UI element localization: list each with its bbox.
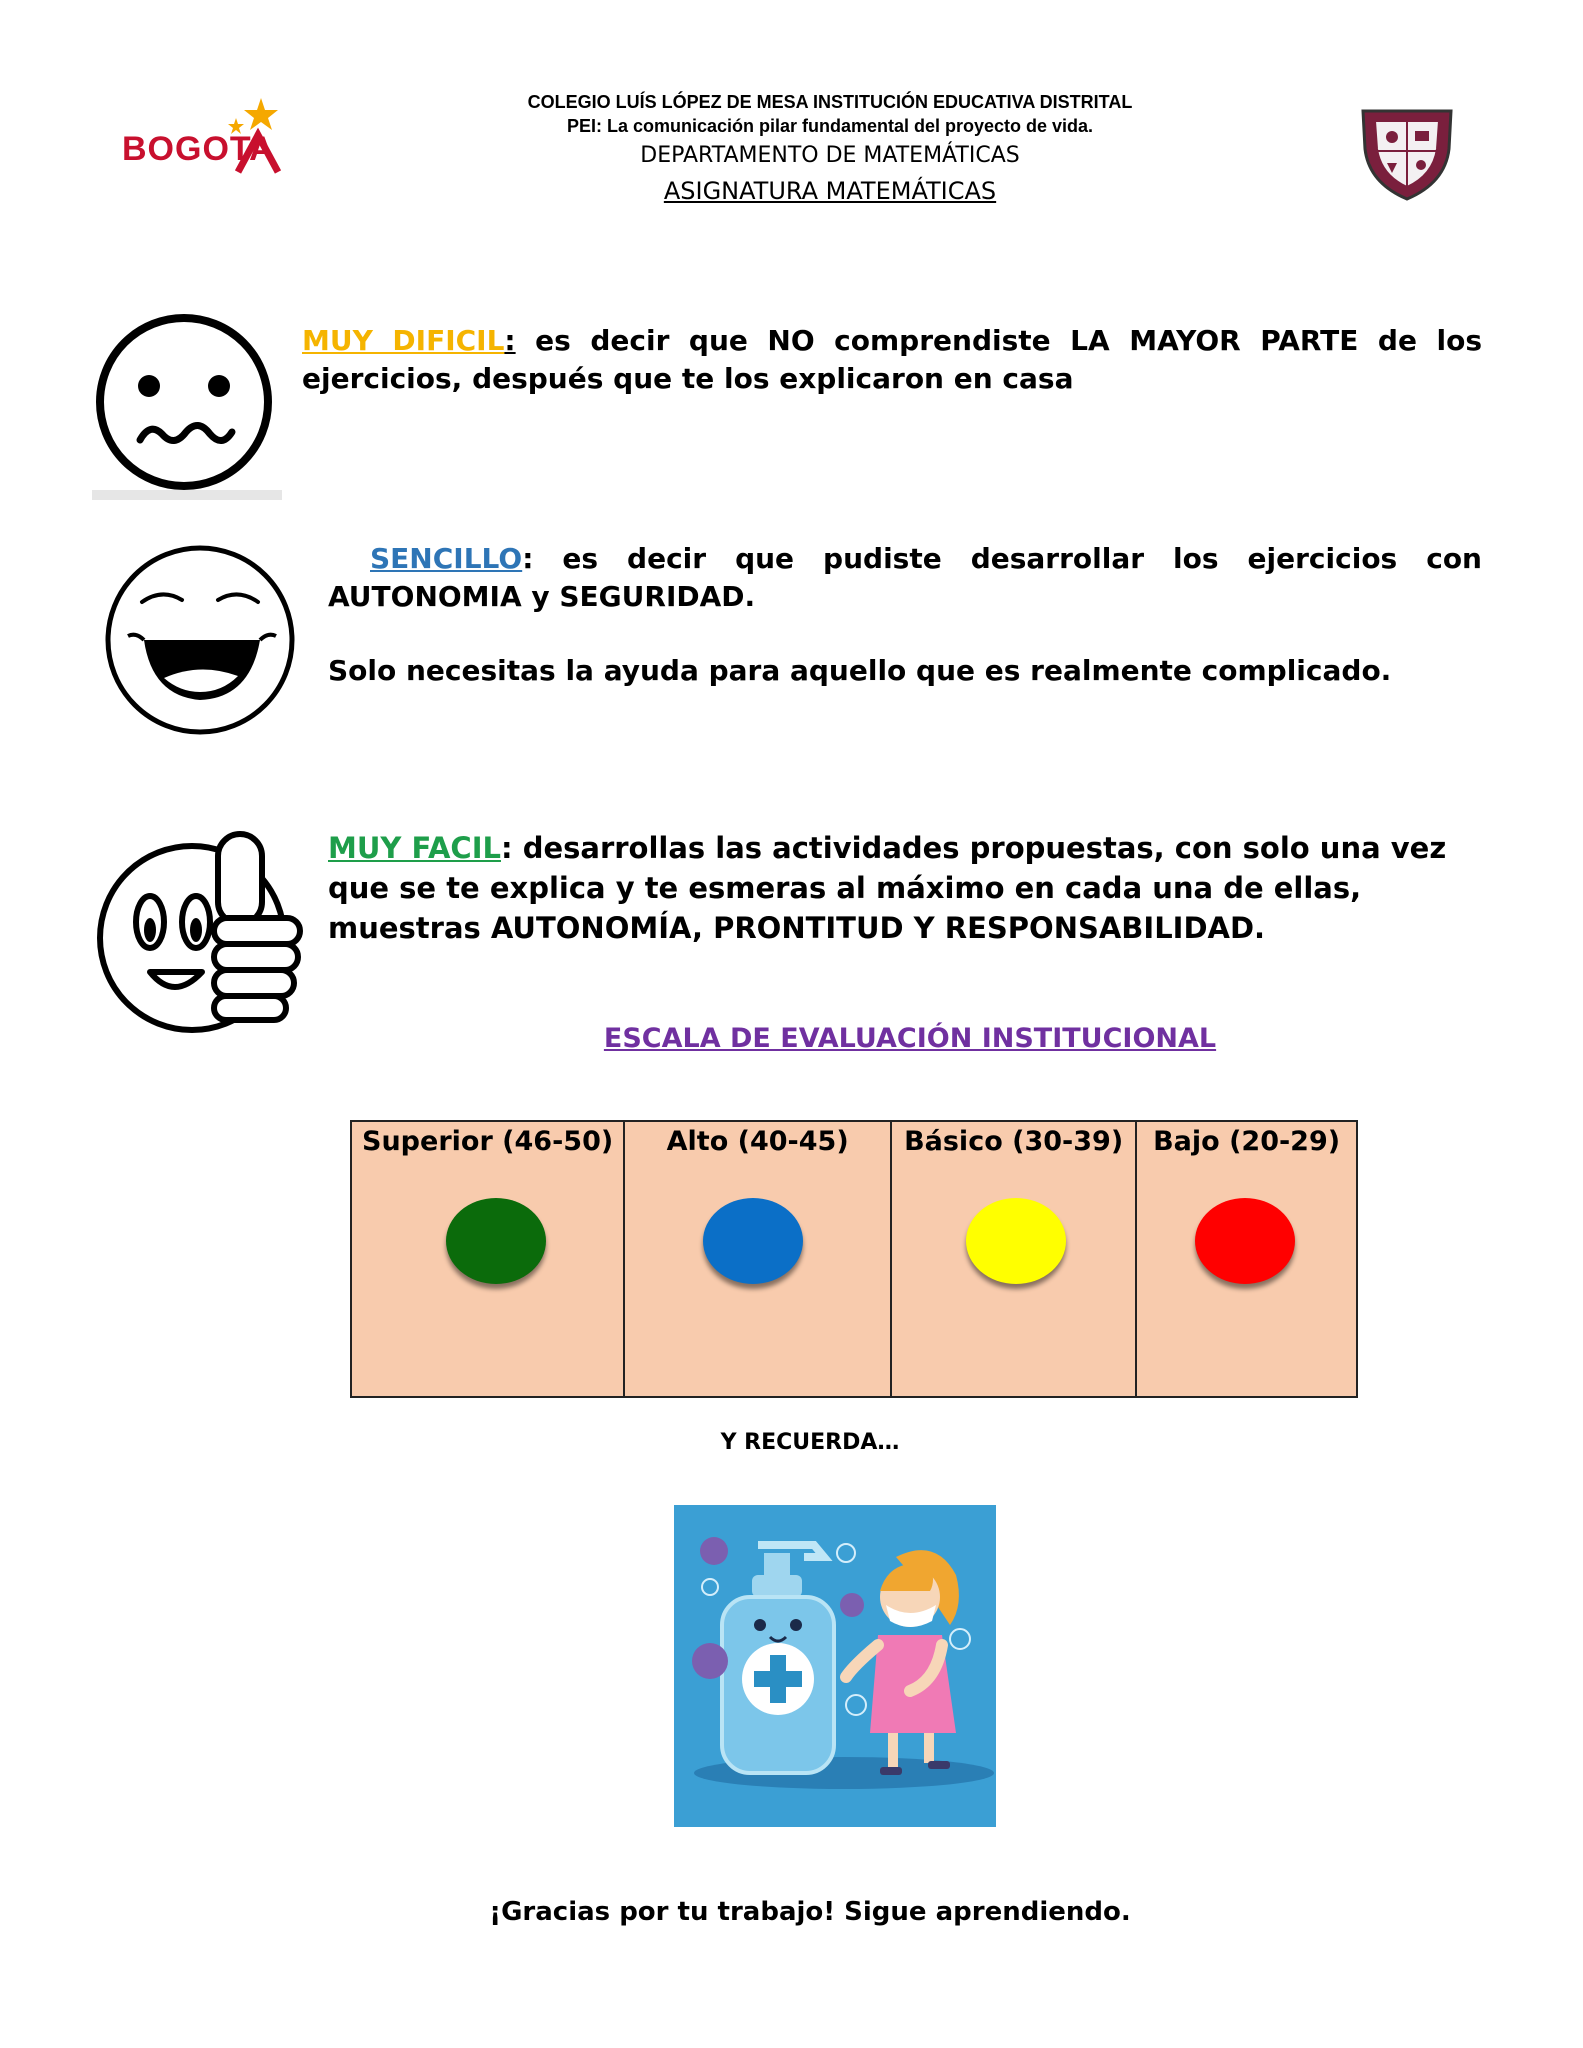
level-sencillo-note: Solo necesitas la ayuda para aquello que… bbox=[328, 654, 1392, 687]
thumbs-up-face-icon bbox=[97, 831, 303, 1033]
scale-cell-basico: Básico (30-39) bbox=[890, 1120, 1138, 1398]
level-description: es decir que pudiste desarrollar los eje… bbox=[328, 542, 1482, 613]
scale-cell-bajo: Bajo (20-29) bbox=[1135, 1120, 1358, 1398]
scale-label: Básico (30-39) bbox=[904, 1126, 1124, 1157]
closing-message: ¡Gracias por tu trabajo! Sigue aprendien… bbox=[489, 1897, 1131, 1927]
bogota-stars-icon bbox=[228, 98, 282, 174]
bogota-logo: BOGOTA bbox=[118, 90, 298, 185]
remember-text: Y RECUERDA… bbox=[720, 1430, 900, 1455]
level-sencillo: SENCILLO: es decir que pudiste desarroll… bbox=[328, 540, 1482, 616]
table-row: Superior (46-50) Alto (40-45) Básico (30… bbox=[349, 1120, 1358, 1398]
level-muy-facil: MUY FACIL: desarrollas las actividades p… bbox=[328, 828, 1482, 948]
yellow-dot-icon bbox=[966, 1198, 1067, 1284]
bogota-logo-text: BOGOTA bbox=[122, 130, 275, 168]
subject-title: ASIGNATURA MATEMÁTICAS bbox=[663, 177, 997, 205]
evaluation-scale-table: Superior (46-50) Alto (40-45) Básico (30… bbox=[349, 1120, 1358, 1398]
keyword-sencillo: SENCILLO bbox=[370, 542, 523, 575]
keyword-muy-dificil: MUY DIFICIL bbox=[302, 324, 505, 357]
level-muy-dificil: MUY DIFICIL: es decir que NO comprendist… bbox=[302, 322, 1482, 398]
school-pei: PEI: La comunicación pilar fundamental d… bbox=[566, 116, 1094, 136]
blue-dot-icon bbox=[703, 1198, 804, 1284]
department-title: DEPARTAMENTO DE MATEMÁTICAS bbox=[640, 143, 1020, 168]
keyword-colon: : bbox=[504, 324, 516, 357]
school-name: COLEGIO LUÍS LÓPEZ DE MESA INSTITUCIÓN E… bbox=[527, 92, 1133, 112]
hand-sanitizer-girl-illustration bbox=[674, 1505, 996, 1827]
school-crest-icon bbox=[1357, 105, 1457, 201]
green-dot-icon bbox=[446, 1198, 546, 1284]
scale-title: ESCALA DE EVALUACIÓN INSTITUCIONAL bbox=[603, 1023, 1217, 1054]
scale-label: Superior (46-50) bbox=[362, 1126, 614, 1157]
worried-face-icon bbox=[92, 314, 282, 500]
red-dot-icon bbox=[1195, 1198, 1296, 1284]
laughing-face-icon bbox=[105, 545, 295, 735]
scale-label: Alto (40-45) bbox=[666, 1126, 849, 1157]
keyword-colon: : bbox=[522, 542, 534, 575]
keyword-muy-facil: MUY FACIL bbox=[328, 831, 501, 865]
scale-label: Bajo (20-29) bbox=[1153, 1126, 1341, 1157]
level-description: desarrollas las actividades propuestas, … bbox=[328, 831, 1447, 945]
scale-cell-alto: Alto (40-45) bbox=[623, 1120, 893, 1398]
scale-cell-superior: Superior (46-50) bbox=[349, 1120, 626, 1398]
keyword-colon: : bbox=[500, 831, 513, 865]
level-description: es decir que NO comprendiste LA MAYOR PA… bbox=[302, 324, 1482, 395]
